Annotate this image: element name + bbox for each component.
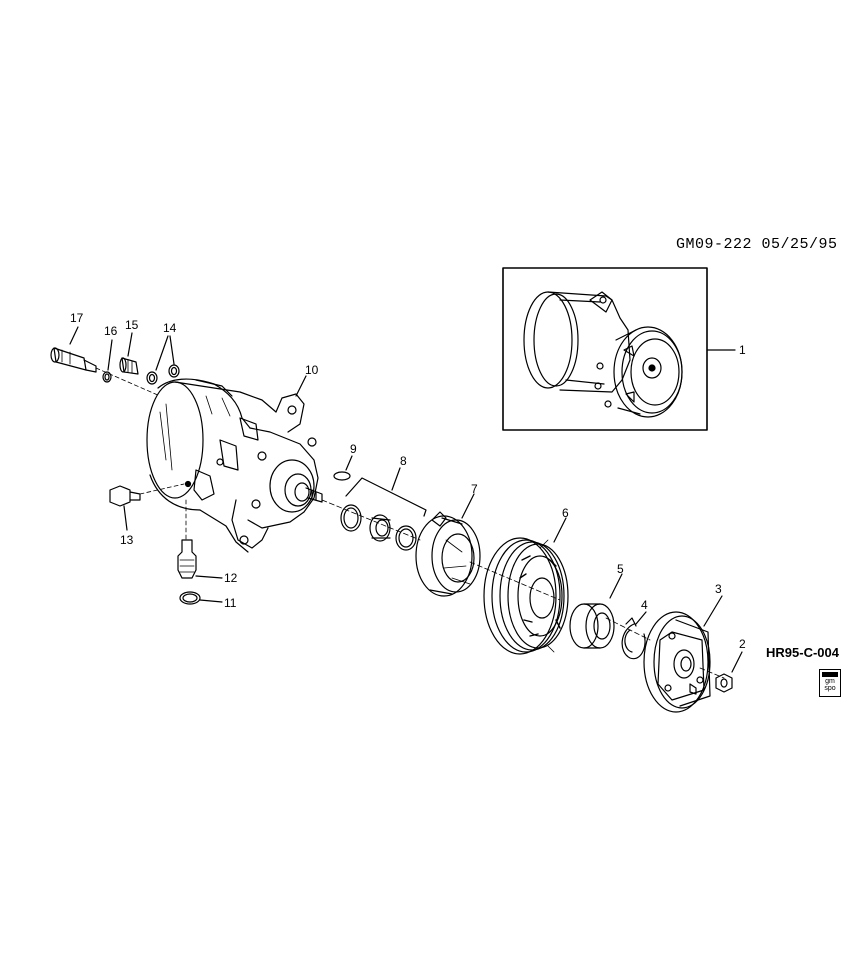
callout-4: 4 [641,598,648,612]
drawing-code: GM09-222 05/25/95 [676,236,838,253]
callout-6: 6 [562,506,569,520]
rear-fittings [50,326,180,397]
figure-code: HR95-C-004 [766,645,839,660]
callout-16: 16 [104,324,118,338]
callout-3: 3 [715,582,722,596]
bearing-5 [569,573,623,649]
callout-9: 9 [350,442,357,456]
nut-2 [715,651,743,693]
callout-8: 8 [400,454,407,468]
callout-2: 2 [739,637,746,651]
assembly-inset [502,267,736,431]
snap-ring-4 [621,611,647,660]
callout-14: 14 [163,321,177,335]
valve-12 [177,499,223,605]
seal-kit [333,455,427,551]
logo-bar [822,672,838,677]
pulley-6 [483,517,569,655]
callout-7: 7 [471,482,478,496]
callout-17: 17 [70,311,84,325]
callout-15: 15 [125,318,139,332]
gmspo-logo: gm spo [819,669,841,697]
callout-5: 5 [617,562,624,576]
clutch-coil-7 [415,493,481,597]
callout-10: 10 [305,363,319,377]
callout-13: 13 [120,533,134,547]
callout-1: 1 [739,343,746,357]
callout-12: 12 [224,571,238,585]
clutch-plate-3 [643,595,723,713]
compressor-body [146,375,323,553]
bolt-13 [109,483,185,531]
logo-text: gm spo [824,678,836,692]
main-axis-line [321,499,725,679]
callout-11: 11 [224,596,237,610]
